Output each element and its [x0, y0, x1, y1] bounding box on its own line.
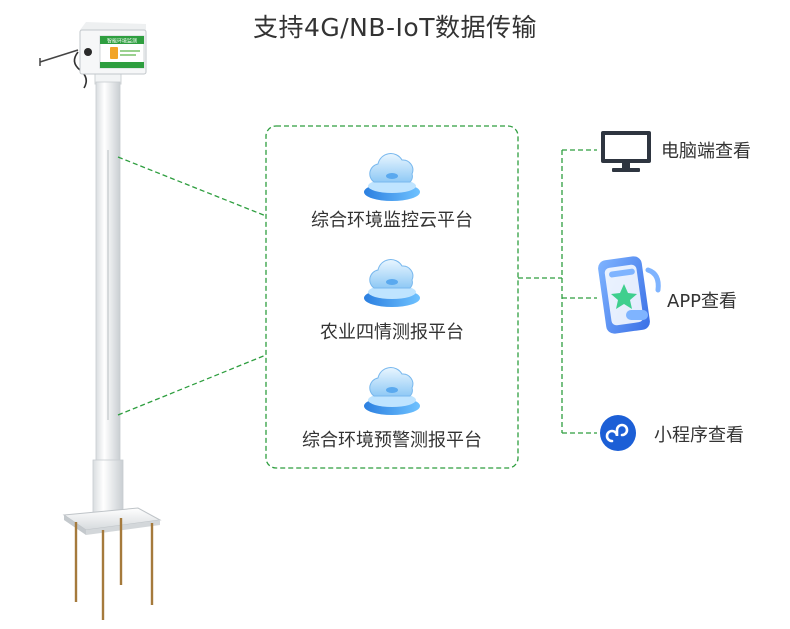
- output-label-app: APP查看: [667, 291, 738, 312]
- pole-to-platforms-line-top: [117, 156, 267, 217]
- output-label-mini-program: 小程序查看: [654, 425, 744, 446]
- cloud-platform-icon: [364, 153, 420, 201]
- platforms-dashed-frame: [265, 125, 519, 469]
- platform-label-warning: 综合环境预警测报平台: [302, 430, 482, 451]
- sensor-box: 智能环境监测: [79, 22, 147, 75]
- connector-port: [84, 48, 92, 56]
- platform-label-cloud-monitoring: 综合环境监控云平台: [311, 210, 473, 231]
- page-title: 支持4G/NB-IoT数据传输: [252, 13, 537, 42]
- output-label-pc: 电脑端查看: [661, 141, 751, 162]
- monitor-icon: [601, 131, 651, 172]
- antenna-wire: [39, 49, 79, 63]
- phone-app-icon: [598, 256, 661, 334]
- cloud-platform-icon: [364, 367, 420, 415]
- cloud-platform-icon: [364, 259, 420, 307]
- device-box-label: 智能环境监测: [107, 38, 137, 45]
- platform-label-agriculture: 农业四情测报平台: [320, 322, 464, 343]
- mini-program-icon: [600, 415, 636, 451]
- connection-lines: [117, 125, 597, 469]
- pole-to-platforms-line-bottom: [117, 354, 267, 416]
- monitoring-station-pole: 智能环境监测: [39, 22, 162, 620]
